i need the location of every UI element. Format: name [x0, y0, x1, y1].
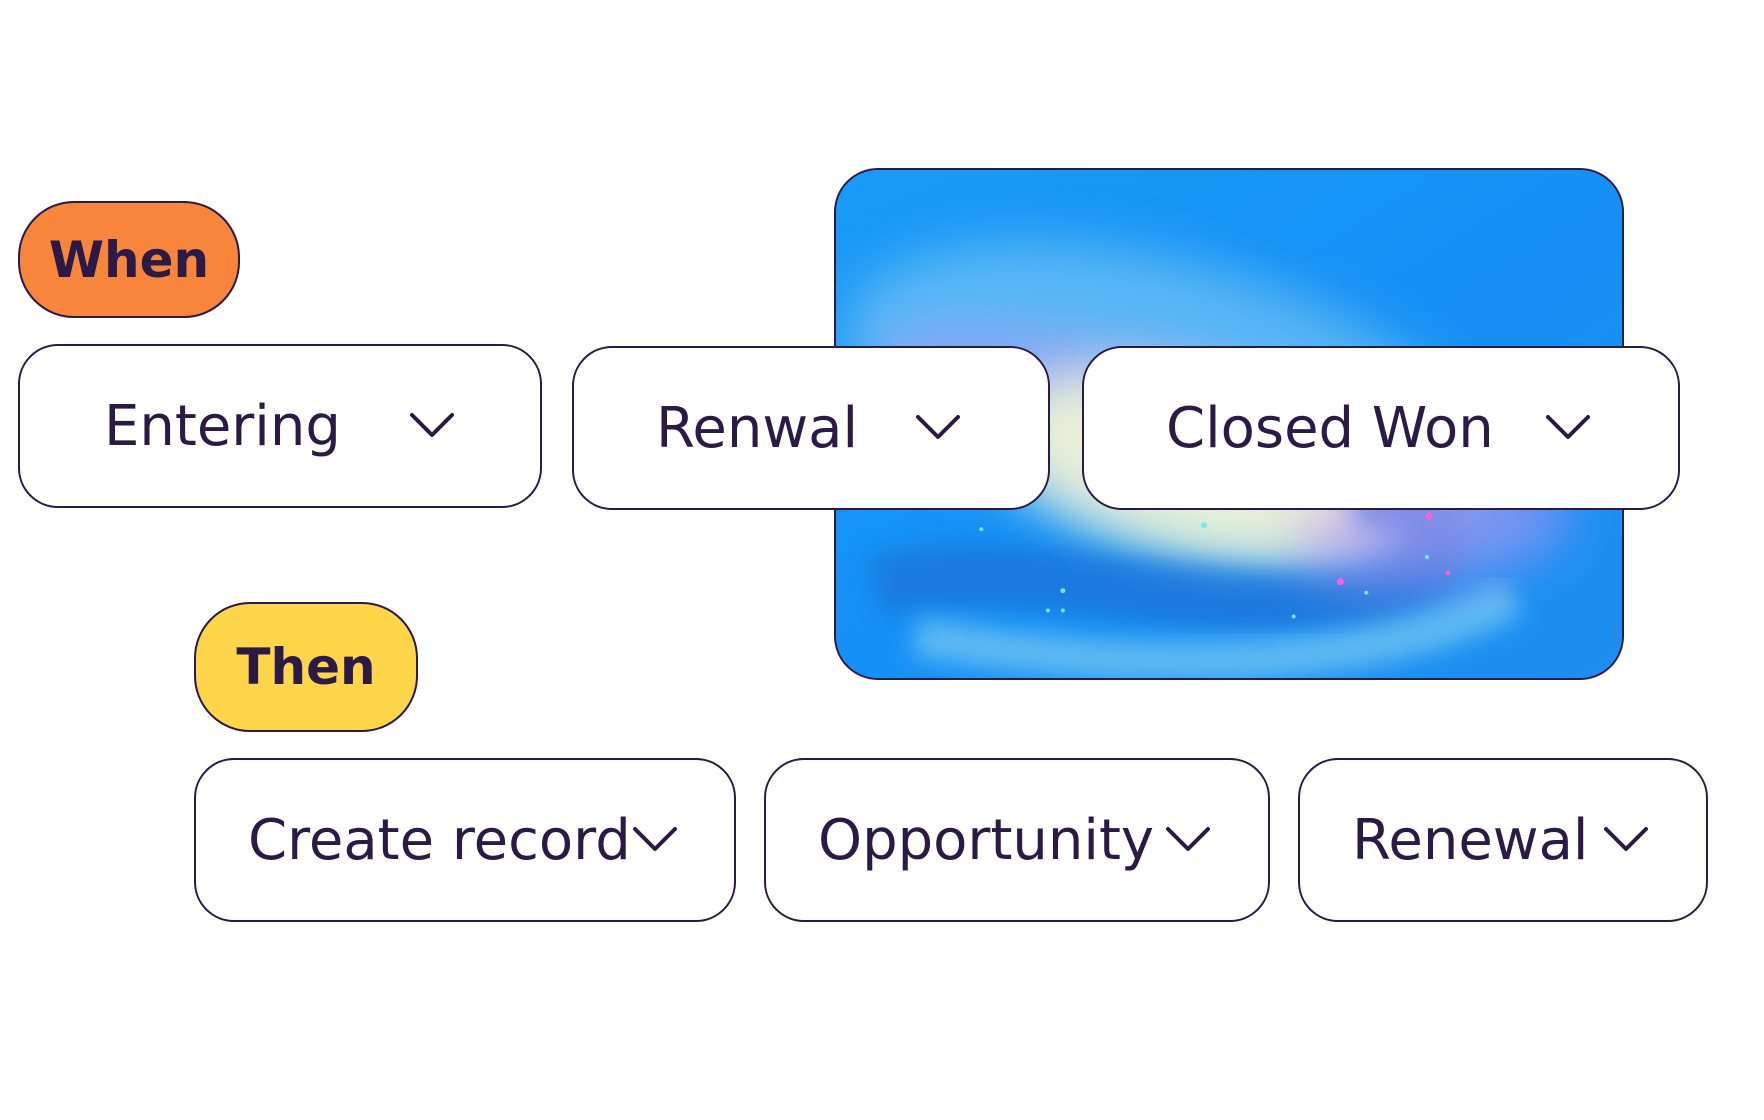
chevron-down-icon	[914, 413, 962, 443]
trigger-stage-dropdown[interactable]: Closed Won	[1082, 346, 1680, 510]
trigger-stage-label: Closed Won	[1166, 395, 1494, 461]
record-type-label: Renewal	[1352, 807, 1589, 873]
chevron-down-icon	[1544, 413, 1592, 443]
record-object-label: Opportunity	[818, 807, 1155, 873]
trigger-object-label: Renwal	[656, 395, 859, 461]
trigger-object-dropdown[interactable]: Renwal	[572, 346, 1050, 510]
when-badge-label: When	[48, 230, 210, 289]
trigger-event-label: Entering	[104, 393, 341, 459]
when-badge: When	[18, 201, 240, 318]
chevron-down-icon	[1164, 825, 1212, 855]
chevron-down-icon	[631, 825, 679, 855]
record-type-dropdown[interactable]: Renewal	[1298, 758, 1708, 922]
trigger-event-dropdown[interactable]: Entering	[18, 344, 542, 508]
action-dropdown[interactable]: Create record	[194, 758, 736, 922]
chevron-down-icon	[1602, 825, 1650, 855]
then-badge: Then	[194, 602, 418, 732]
then-badge-label: Then	[236, 638, 376, 696]
action-label: Create record	[248, 807, 631, 873]
chevron-down-icon	[408, 411, 456, 441]
record-object-dropdown[interactable]: Opportunity	[764, 758, 1270, 922]
